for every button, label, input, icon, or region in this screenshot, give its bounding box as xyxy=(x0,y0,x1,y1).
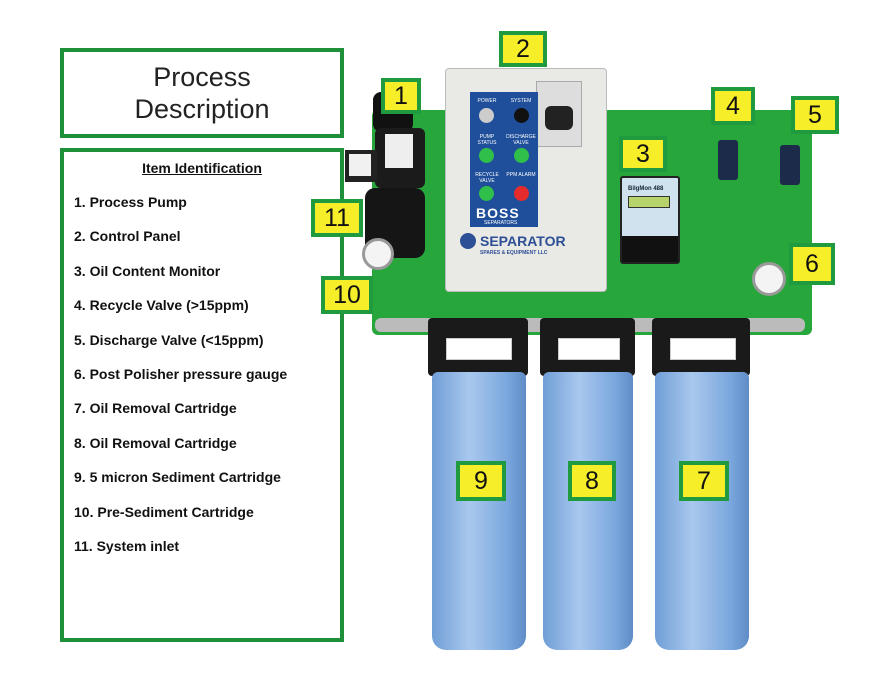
control-panel-faceplate: POWER SYSTEM PUMP STATUS DISCHARGE VALVE… xyxy=(470,92,538,227)
monitor-name: BilgMon 488 xyxy=(628,186,664,192)
discharge-valve-lamp xyxy=(514,148,529,163)
cartridge-9-housing xyxy=(432,372,526,650)
discharge-valve-icon xyxy=(780,145,800,185)
callout-2: 2 xyxy=(499,31,547,67)
cartridge-8-housing xyxy=(543,372,633,650)
ppm-alarm-label: PPM ALARM xyxy=(506,172,536,178)
pump-status-label: PUMP STATUS xyxy=(477,134,497,146)
discharge-valve-label: DISCHARGE VALVE xyxy=(506,134,536,146)
list-item: 8. Oil Removal Cartridge xyxy=(74,434,237,451)
system-label: SYSTEM xyxy=(510,98,532,104)
cartridge-8-label xyxy=(558,338,620,360)
list-item: 9. 5 micron Sediment Cartridge xyxy=(74,469,281,486)
process-description-title: Process Description xyxy=(60,48,344,138)
item-identification-heading: Item Identification xyxy=(142,160,262,176)
callout-10: 10 xyxy=(321,276,373,314)
brand-logo-subtext: SPARES & EQUIPMENT LLC xyxy=(480,250,548,256)
pump-status-lamp xyxy=(479,148,494,163)
callout-8: 8 xyxy=(568,461,616,501)
item-identification-box: Item Identification 1. Process Pump 2. C… xyxy=(60,148,344,642)
oil-content-monitor: BilgMon 488 xyxy=(620,176,680,264)
disconnect-switch-icon xyxy=(545,106,573,130)
ppm-alarm-lamp xyxy=(514,186,529,201)
cartridge-7-housing xyxy=(655,372,749,650)
cartridge-7-label xyxy=(670,338,736,360)
list-item: 1. Process Pump xyxy=(74,194,187,210)
brand-logo-icon xyxy=(460,233,476,249)
list-item: 2. Control Panel xyxy=(74,228,181,245)
callout-11: 11 xyxy=(311,199,363,237)
power-lamp xyxy=(479,108,494,123)
inlet-pressure-gauge-icon xyxy=(362,238,394,270)
callout-4: 4 xyxy=(711,87,755,125)
callout-3: 3 xyxy=(619,136,667,172)
recycle-valve-icon xyxy=(718,140,738,180)
brand-logo-text: SEPARATOR xyxy=(480,233,566,249)
recycle-valve-lamp xyxy=(479,186,494,201)
callout-7: 7 xyxy=(679,461,729,501)
post-polisher-pressure-gauge-icon xyxy=(752,262,786,296)
power-label: POWER xyxy=(477,98,497,104)
callout-1: 1 xyxy=(381,78,421,114)
list-item: 7. Oil Removal Cartridge xyxy=(74,400,237,417)
list-item: 4. Recycle Valve (>15ppm) xyxy=(74,297,249,314)
list-item: 5. Discharge Valve (<15ppm) xyxy=(74,331,264,348)
list-item: 11. System inlet xyxy=(74,537,180,554)
callout-9: 9 xyxy=(456,461,506,501)
item-list: 1. Process Pump 2. Control Panel 3. Oil … xyxy=(74,194,287,572)
boss-logo: BOSS xyxy=(476,205,520,221)
list-item: 6. Post Polisher pressure gauge xyxy=(74,365,288,382)
monitor-display xyxy=(628,196,670,208)
system-selector-knob xyxy=(514,108,529,123)
boss-logo-subtext: SEPARATORS xyxy=(484,220,518,226)
callout-6: 6 xyxy=(789,243,835,285)
title-line-2: Description xyxy=(134,94,270,124)
cartridge-9-label xyxy=(446,338,512,360)
title-line-1: Process xyxy=(153,62,251,92)
callout-5: 5 xyxy=(791,96,839,134)
list-item: 10. Pre-Sediment Cartridge xyxy=(74,503,254,520)
list-item: 3. Oil Content Monitor xyxy=(74,262,221,279)
recycle-valve-label: RECYCLE VALVE xyxy=(475,172,499,184)
